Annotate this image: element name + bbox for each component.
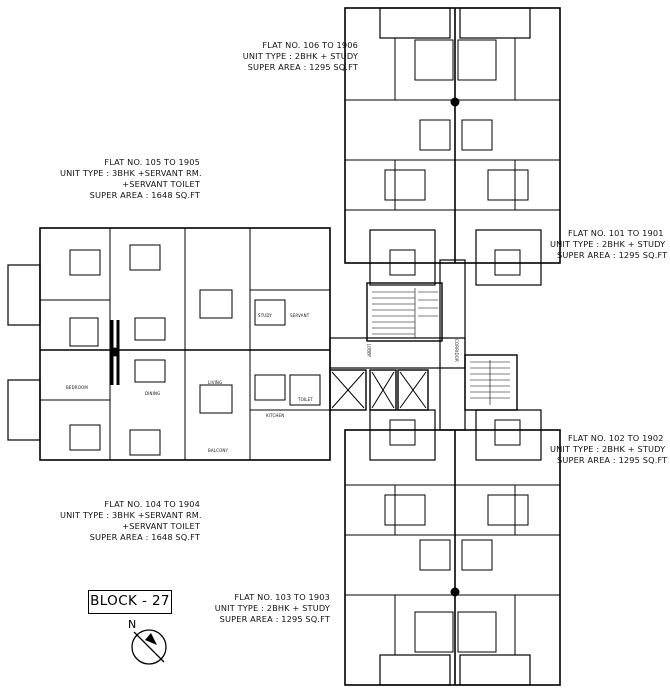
left-wing [7,227,331,461]
flat-103-type: UNIT TYPE : 2BHK + STUDY [214,603,330,613]
flat-103-number: FLAT NO. 103 TO 1903 [234,592,330,602]
flat-104-area: SUPER AREA : 1648 SQ.FT [89,532,200,542]
flat-104-label: FLAT NO. 104 TO 1904 UNIT TYPE : 3BHK +S… [60,499,202,543]
flat-106-area: SUPER AREA : 1295 SQ.FT [247,62,358,72]
flat-103-area: SUPER AREA : 1295 SQ.FT [219,614,330,624]
flat-105-area: SUPER AREA : 1648 SQ.FT [89,190,200,200]
north-label: N [128,618,137,631]
flat-102-type: UNIT TYPE : 2BHK + STUDY [550,444,666,454]
room-label-balcony: BALCONY [208,448,229,453]
room-label-bedroom: BEDROOM [66,385,88,390]
flat-104-extra: +SERVANT TOILET [122,521,200,531]
flat-101-area: SUPER AREA : 1295 SQ.FT [557,250,668,260]
flat-101-type: UNIT TYPE : 2BHK + STUDY [550,239,666,249]
central-core [329,259,518,431]
flat-105-extra: +SERVANT TOILET [122,179,200,189]
flat-102-label: FLAT NO. 102 TO 1902 UNIT TYPE : 2BHK + … [550,433,668,466]
room-label-corridor: CORRIDOR [453,339,459,362]
flat-106-number: FLAT NO. 106 TO 1906 [262,40,358,50]
flat-105-label: FLAT NO. 105 TO 1905 UNIT TYPE : 3BHK +S… [60,157,202,201]
room-label-study: STUDY [258,313,272,318]
room-label-kitchen: KITCHEN [266,413,285,418]
flat-103-label: FLAT NO. 103 TO 1903 UNIT TYPE : 2BHK + … [200,592,330,625]
flat-104-number: FLAT NO. 104 TO 1904 [104,499,200,509]
flat-104-type: UNIT TYPE : 3BHK +SERVANT RM. [60,510,202,520]
flat-101-number: FLAT NO. 101 TO 1901 [568,228,664,238]
bottom-wing [344,409,561,686]
flat-101-label: FLAT NO. 101 TO 1901 UNIT TYPE : 2BHK + … [550,228,668,261]
block-label: BLOCK - 27 [88,590,172,614]
room-label-lobby: LOBBY [366,343,372,358]
room-label-living: LIVING [208,380,223,385]
flat-106-type: UNIT TYPE : 2BHK + STUDY [242,51,358,61]
flat-102-area: SUPER AREA : 1295 SQ.FT [557,455,668,465]
flat-102-number: FLAT NO. 102 TO 1902 [568,433,664,443]
room-label-dining: DINING [145,391,161,396]
room-label-toilet: TOILET [298,397,313,402]
room-label-servant: SERVANT [290,313,310,318]
flat-105-number: FLAT NO. 105 TO 1905 [104,157,200,167]
flat-106-label: FLAT NO. 106 TO 1906 UNIT TYPE : 2BHK + … [230,40,358,73]
flat-105-type: UNIT TYPE : 3BHK +SERVANT RM. [60,168,202,178]
north-arrow-icon [131,629,167,665]
top-wing [344,7,561,286]
